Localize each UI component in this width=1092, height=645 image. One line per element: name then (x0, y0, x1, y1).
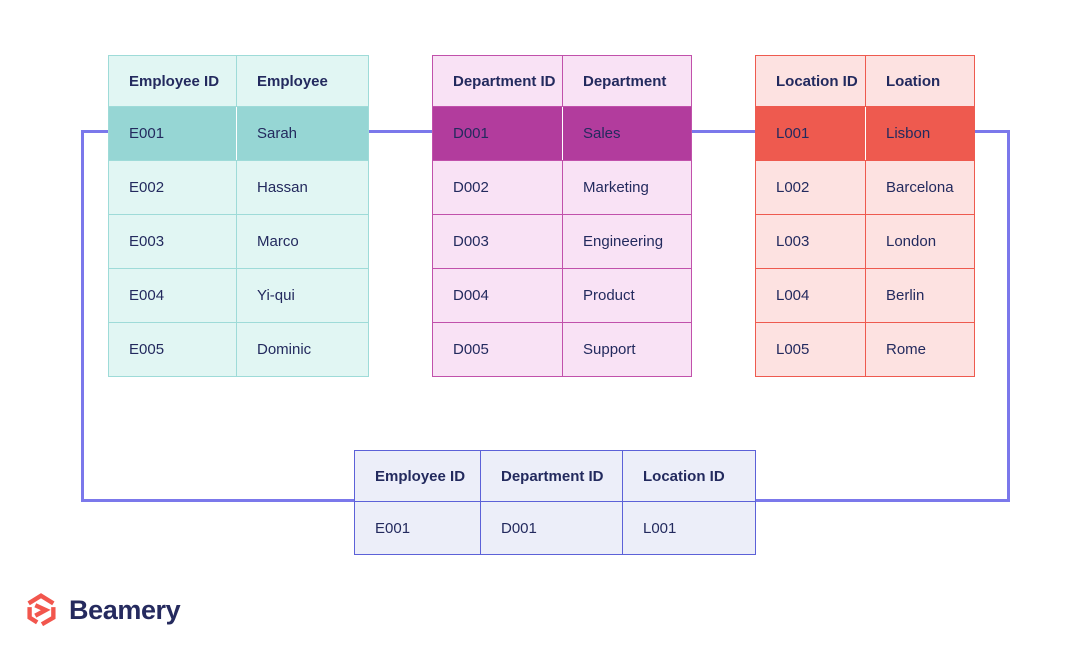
location-name-cell: London (865, 214, 975, 269)
department-name-cell: Engineering (562, 214, 692, 269)
junction-employee-id-header: Employee ID (354, 450, 481, 502)
department-table: Department ID Department D001 Sales D002… (432, 55, 692, 377)
location-name-cell: Berlin (865, 268, 975, 323)
employee-id-cell: E004 (108, 268, 237, 323)
table-row: L003 London (755, 214, 975, 269)
beamery-logo: Beamery (22, 590, 181, 630)
junction-location-id-header: Location ID (622, 450, 756, 502)
location-id-cell: L002 (755, 160, 866, 215)
connector-emp-dep (368, 130, 432, 133)
department-name-cell: Product (562, 268, 692, 323)
department-name-header: Department (562, 55, 692, 107)
employee-name-cell: Hassan (236, 160, 369, 215)
table-row: D004 Product (432, 268, 692, 323)
location-id-cell: L005 (755, 322, 866, 377)
employee-table: Employee ID Employee E001 Sarah E002 Has… (108, 55, 369, 377)
location-name-cell: Rome (865, 322, 975, 377)
department-id-cell: D003 (432, 214, 563, 269)
table-row: E002 Hassan (108, 160, 369, 215)
department-id-cell: D001 (432, 106, 563, 161)
employee-name-cell: Marco (236, 214, 369, 269)
employee-id-cell: E001 (108, 106, 237, 161)
table-header-row: Employee ID Employee (108, 55, 369, 107)
table-row: L005 Rome (755, 322, 975, 377)
location-table: Location ID Loation L001 Lisbon L002 Bar… (755, 55, 975, 377)
table-row: E001 D001 L001 (354, 501, 756, 555)
connector-right-stub (974, 130, 1010, 133)
location-name-header: Loation (865, 55, 975, 107)
location-id-cell: L001 (755, 106, 866, 161)
table-row-highlighted: E001 Sarah (108, 106, 369, 161)
table-row: E003 Marco (108, 214, 369, 269)
table-row: D005 Support (432, 322, 692, 377)
junction-department-id-cell: D001 (480, 501, 623, 555)
employee-id-header: Employee ID (108, 55, 237, 107)
connector-right-vertical (1007, 130, 1010, 502)
beamery-logo-text: Beamery (69, 594, 181, 625)
department-name-cell: Sales (562, 106, 692, 161)
table-row: E005 Dominic (108, 322, 369, 377)
junction-employee-id-cell: E001 (354, 501, 481, 555)
location-id-cell: L003 (755, 214, 866, 269)
table-row: L002 Barcelona (755, 160, 975, 215)
connector-dep-loc (691, 130, 755, 133)
department-id-cell: D002 (432, 160, 563, 215)
table-header-row: Department ID Department (432, 55, 692, 107)
employee-id-cell: E005 (108, 322, 237, 377)
table-header-row: Location ID Loation (755, 55, 975, 107)
location-id-header: Location ID (755, 55, 866, 107)
department-name-cell: Marketing (562, 160, 692, 215)
connector-left-vertical (81, 130, 84, 502)
table-row: E004 Yi-qui (108, 268, 369, 323)
employee-name-cell: Yi-qui (236, 268, 369, 323)
junction-department-id-header: Department ID (480, 450, 623, 502)
junction-table: Employee ID Department ID Location ID E0… (354, 450, 756, 555)
location-id-cell: L004 (755, 268, 866, 323)
connector-bottom-right (755, 499, 1010, 502)
employee-id-cell: E003 (108, 214, 237, 269)
department-name-cell: Support (562, 322, 692, 377)
table-row-highlighted: D001 Sales (432, 106, 692, 161)
junction-location-id-cell: L001 (622, 501, 756, 555)
location-name-cell: Barcelona (865, 160, 975, 215)
employee-name-cell: Sarah (236, 106, 369, 161)
table-row: L004 Berlin (755, 268, 975, 323)
table-header-row: Employee ID Department ID Location ID (354, 450, 756, 502)
connector-left-stub (81, 130, 108, 133)
table-row: D002 Marketing (432, 160, 692, 215)
department-id-cell: D005 (432, 322, 563, 377)
department-id-header: Department ID (432, 55, 563, 107)
department-id-cell: D004 (432, 268, 563, 323)
table-row-highlighted: L001 Lisbon (755, 106, 975, 161)
beamery-logo-icon (22, 590, 60, 630)
employee-id-cell: E002 (108, 160, 237, 215)
employee-name-header: Employee (236, 55, 369, 107)
table-row: D003 Engineering (432, 214, 692, 269)
connector-bottom-left (81, 499, 354, 502)
employee-name-cell: Dominic (236, 322, 369, 377)
location-name-cell: Lisbon (865, 106, 975, 161)
